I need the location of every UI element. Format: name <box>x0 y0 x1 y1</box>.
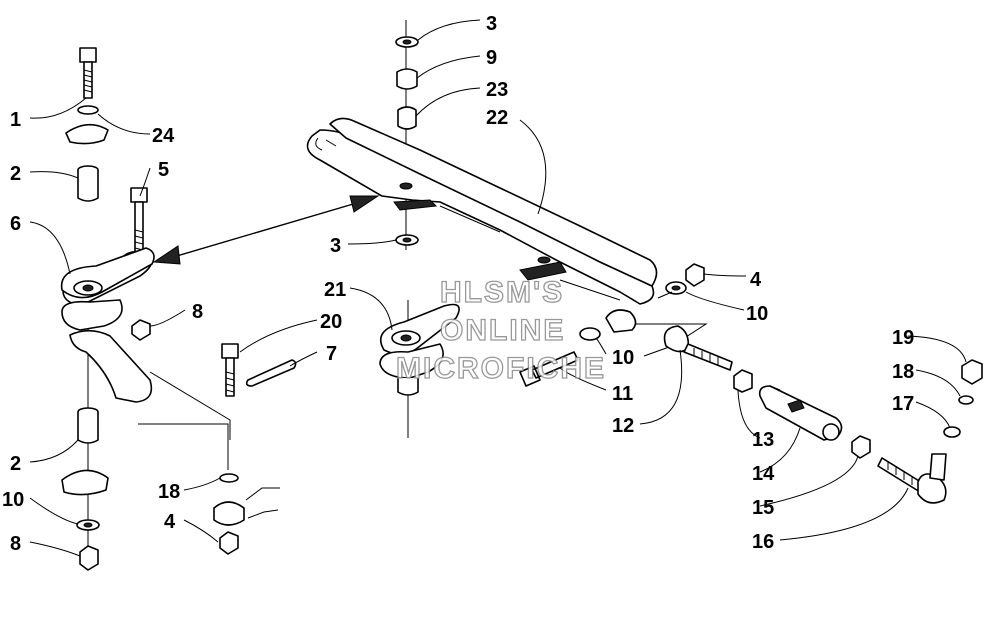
callout-22: 22 <box>486 107 508 129</box>
nut-part-8-bottom <box>79 545 99 571</box>
callout-1: 1 <box>10 109 21 131</box>
callout-18b: 18 <box>892 361 914 383</box>
tie-rod-assembly <box>306 20 983 504</box>
washer-part-24 <box>77 105 99 115</box>
washer-part-18-left <box>219 473 239 483</box>
bushing-part-23 <box>397 106 417 130</box>
left-spindle-assembly <box>60 47 297 571</box>
washer-part-10-center <box>579 327 601 341</box>
adjusting-sleeve-part-14 <box>758 385 843 441</box>
callout-10b: 10 <box>746 303 768 325</box>
cotter-pin-part-7 <box>245 359 297 387</box>
callout-3b: 3 <box>330 235 341 257</box>
callout-2: 2 <box>10 163 21 185</box>
relation-arrow <box>152 195 380 265</box>
callout-13: 13 <box>752 429 774 451</box>
nut-part-4-left <box>219 531 239 555</box>
bushing-part-2-bottom <box>77 407 99 444</box>
callout-9: 9 <box>486 47 497 69</box>
nut-part-4-right <box>685 263 705 287</box>
callout-21: 21 <box>324 279 346 301</box>
callout-17: 17 <box>892 393 914 415</box>
callout-18: 18 <box>158 481 180 503</box>
callout-labels: 1 2 5 6 24 8 20 7 2 10 8 18 4 3 9 23 22 … <box>2 13 914 555</box>
callout-2b: 2 <box>10 453 21 475</box>
watermark: HLSM'S ONLINE MICROFICHE <box>395 275 606 385</box>
callout-19: 19 <box>892 327 914 349</box>
callout-5: 5 <box>158 159 169 181</box>
bolt-part-20 <box>221 343 239 397</box>
callout-6: 6 <box>10 213 21 235</box>
washer-part-17 <box>943 426 961 438</box>
callout-4b: 4 <box>750 269 762 291</box>
callout-3: 3 <box>486 13 497 35</box>
callout-10c: 10 <box>612 347 634 369</box>
watermark-line-2: ONLINE <box>440 314 565 347</box>
callout-15: 15 <box>752 497 774 519</box>
pitman-arm-part-21 <box>379 300 460 438</box>
bolt-part-5 <box>130 187 148 257</box>
callout-8: 8 <box>192 301 203 323</box>
relay-rod-part-22 <box>306 117 658 305</box>
callout-20: 20 <box>320 311 342 333</box>
watermark-line-3: MICROFICHE <box>396 352 606 385</box>
spacer-part-9 <box>396 68 418 90</box>
callout-16: 16 <box>752 531 774 553</box>
callout-4: 4 <box>164 511 176 533</box>
watermark-line-1: HLSM'S <box>440 276 564 309</box>
tie-rod-end-part-16 <box>877 453 947 504</box>
callout-7: 7 <box>326 343 337 365</box>
callout-10: 10 <box>2 489 24 511</box>
bolt-part-11 <box>519 351 579 387</box>
washer-part-18-right <box>958 395 974 405</box>
bolt-part-1 <box>79 47 97 99</box>
jam-nut-part-13 <box>733 369 753 393</box>
callout-24: 24 <box>152 125 175 147</box>
callout-8b: 8 <box>10 533 21 555</box>
nut-part-8-top <box>131 319 151 341</box>
leader-lines <box>29 19 967 557</box>
bushing-part-2-top <box>77 165 99 202</box>
nut-part-19 <box>961 359 983 385</box>
callout-14: 14 <box>752 463 775 485</box>
callout-12: 12 <box>612 415 634 437</box>
callout-11: 11 <box>612 383 633 405</box>
tie-rod-end-part-12 <box>663 325 733 371</box>
jam-nut-part-15 <box>851 435 871 459</box>
steering-arm-part-6 <box>60 247 155 403</box>
callout-23: 23 <box>486 79 508 101</box>
